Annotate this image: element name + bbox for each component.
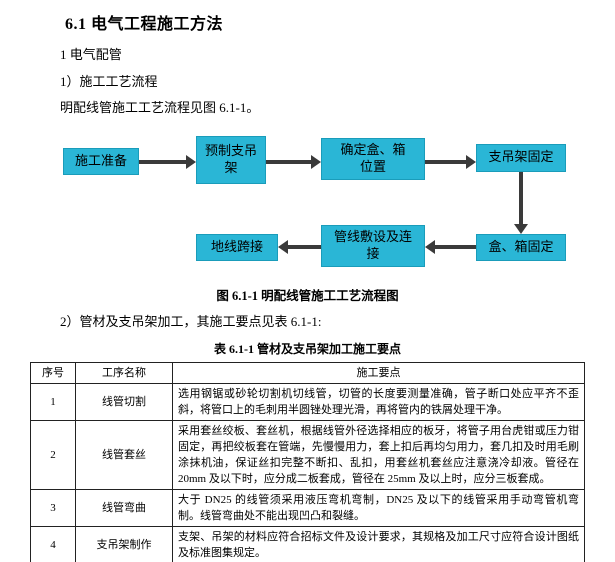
flow-node-conduit-laying-connection: 管线敷设及连接 <box>321 224 425 267</box>
cell-construction-points: 支架、吊架的材料应符合招标文件及设计要求，其规格及加工尺寸应符合设计图纸及标准图… <box>172 526 585 562</box>
arrow-right-icon <box>266 154 321 169</box>
cell-row-number: 2 <box>30 420 76 491</box>
table-row: 4 支吊架制作 支架、吊架的材料应符合招标文件及设计要求，其规格及加工尺寸应符合… <box>30 526 585 562</box>
cell-process-name: 线管切割 <box>75 383 173 422</box>
flow-node-ground-wire-bridging: 地线跨接 <box>196 233 278 261</box>
cell-process-name: 线管弯曲 <box>75 489 173 528</box>
column-header-no: 序号 <box>30 362 76 385</box>
column-header-process-name: 工序名称 <box>75 362 173 385</box>
cell-row-number: 3 <box>30 489 76 528</box>
paragraph-process-flow: 1）施工工艺流程 <box>60 73 158 89</box>
arrow-left-icon <box>425 239 476 254</box>
document-page: 6.1 电气工程施工方法 1 电气配管 1）施工工艺流程 明配线管施工工艺流程见… <box>30 10 585 562</box>
paragraph-table-intro: 2）管材及支吊架加工，其施工要点见表 6.1-1: <box>60 313 322 329</box>
table-row: 3 线管弯曲 大于 DN25 的线管须采用液压弯机弯制，DN25 及以下的线管采… <box>30 489 585 528</box>
paragraph-subsection: 1 电气配管 <box>60 47 122 62</box>
flow-node-prefab-supports: 预制支吊架 <box>196 135 266 184</box>
arrow-down-icon <box>514 171 528 234</box>
cell-row-number: 1 <box>30 383 76 422</box>
paragraph-figure-intro: 明配线管施工工艺流程见图 6.1-1。 <box>60 100 260 116</box>
flow-node-determine-box-position: 确定盒、箱位置 <box>321 137 425 180</box>
cell-construction-points: 选用钢锯或砂轮切割机切线管，切管的长度要测量准确，管子断口处应平齐不歪斜，将管口… <box>172 383 585 422</box>
table-header-row: 序号 工序名称 施工要点 <box>30 362 585 385</box>
table-row: 1 线管切割 选用钢锯或砂轮切割机切线管，切管的长度要测量准确，管子断口处应平齐… <box>30 383 585 422</box>
column-header-points: 施工要点 <box>172 362 585 385</box>
arrow-left-icon <box>278 239 321 254</box>
construction-points-table: 序号 工序名称 施工要点 1 线管切割 选用钢锯或砂轮切割机切线管，切管的长度要… <box>30 362 585 562</box>
cell-process-name: 支吊架制作 <box>75 526 173 562</box>
table-row: 2 线管套丝 采用套丝绞板、套丝机，根据线管外径选择相应的板牙，将管子用台虎钳或… <box>30 420 585 491</box>
figure-caption: 图 6.1-1 明配线管施工工艺流程图 <box>216 288 399 303</box>
cell-construction-points: 大于 DN25 的线管须采用液压弯机弯制，DN25 及以下的线管采用手动弯管机弯… <box>172 489 585 528</box>
flow-node-support-fixing: 支吊架固定 <box>476 143 566 172</box>
flow-node-construction-preparation: 施工准备 <box>63 147 139 175</box>
cell-process-name: 线管套丝 <box>75 420 173 491</box>
cell-row-number: 4 <box>30 526 76 562</box>
section-heading: 6.1 电气工程施工方法 <box>65 16 224 33</box>
table-title: 表 6.1-1 管材及支吊架加工施工要点 <box>214 342 401 357</box>
cell-construction-points: 采用套丝绞板、套丝机，根据线管外径选择相应的板牙，将管子用台虎钳或压力钳固定，再… <box>172 420 585 491</box>
arrow-right-icon <box>425 154 476 169</box>
flowchart: 施工准备 预制支吊架 确定盒、箱位置 支吊架固定 盒、箱固定 管线敷设及连接 地… <box>30 126 585 276</box>
flow-node-box-fixing: 盒、箱固定 <box>476 233 566 261</box>
arrow-right-icon <box>139 154 196 169</box>
